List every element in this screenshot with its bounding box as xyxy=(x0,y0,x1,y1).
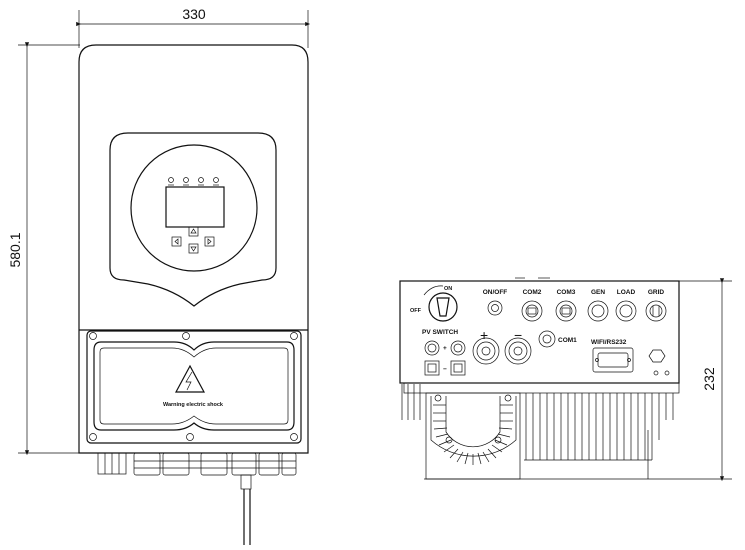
control-buttons xyxy=(171,226,215,254)
enter-button xyxy=(204,236,215,247)
pv-plus-label: + xyxy=(443,345,447,352)
wifi-label: WIFI/RS232 xyxy=(591,339,627,346)
port-label-com3: COM3 xyxy=(557,289,576,296)
port-label-gen: GEN xyxy=(591,289,605,296)
depth-dimension: 232 xyxy=(650,278,732,482)
rotary-on-label: ON xyxy=(444,286,452,292)
bottom-view: 232 ON OFF PV SWITCH ON/OFF COM2 COM3 GE… xyxy=(399,277,732,482)
width-label: 330 xyxy=(182,6,206,22)
depth-label: 232 xyxy=(701,367,717,391)
lcd-screen xyxy=(165,186,225,228)
rotary-off-label: OFF xyxy=(410,308,422,314)
pv-rotary-switch: ON OFF PV SWITCH xyxy=(410,285,458,336)
bottom-glands xyxy=(97,452,297,545)
battery-minus-label: − xyxy=(514,327,522,343)
warning-icon xyxy=(174,364,206,393)
height-label: 580.1 xyxy=(7,232,23,267)
port-labels: ON/OFF COM2 COM3 GEN LOAD GRID xyxy=(483,289,665,296)
display-circle xyxy=(130,144,258,272)
down-button xyxy=(188,243,199,254)
height-dimension: 580.1 xyxy=(7,42,96,456)
port-label-onoff: ON/OFF xyxy=(483,289,508,296)
width-dimension: 330 xyxy=(76,6,311,48)
front-view: 330 580.1 xyxy=(7,6,311,545)
port-label-load: LOAD xyxy=(617,289,636,296)
pv-minus-label: − xyxy=(443,366,447,373)
ground-bolt xyxy=(648,349,666,363)
battery-plus-label: + xyxy=(480,327,488,343)
battery-terminals: + − xyxy=(472,327,532,365)
wifi-port: WIFI/RS232 xyxy=(591,339,634,373)
display-bezel xyxy=(109,132,277,307)
wiring-cover: Warning electric shock xyxy=(79,329,308,444)
indicator-leds xyxy=(168,177,219,186)
esc-button xyxy=(171,236,182,247)
com1-label: COM1 xyxy=(558,337,577,344)
com1-port: COM1 xyxy=(538,330,577,348)
up-button xyxy=(188,226,199,237)
warning-label: Warning electric shock xyxy=(163,402,224,408)
inverter-body xyxy=(78,44,309,454)
pv-connectors: + − xyxy=(424,340,466,376)
port-label-com2: COM2 xyxy=(523,289,542,296)
top-row-ports xyxy=(487,300,667,322)
port-label-grid: GRID xyxy=(648,289,665,296)
pv-switch-label: PV SWITCH xyxy=(422,329,458,336)
heat-sink xyxy=(401,382,680,480)
